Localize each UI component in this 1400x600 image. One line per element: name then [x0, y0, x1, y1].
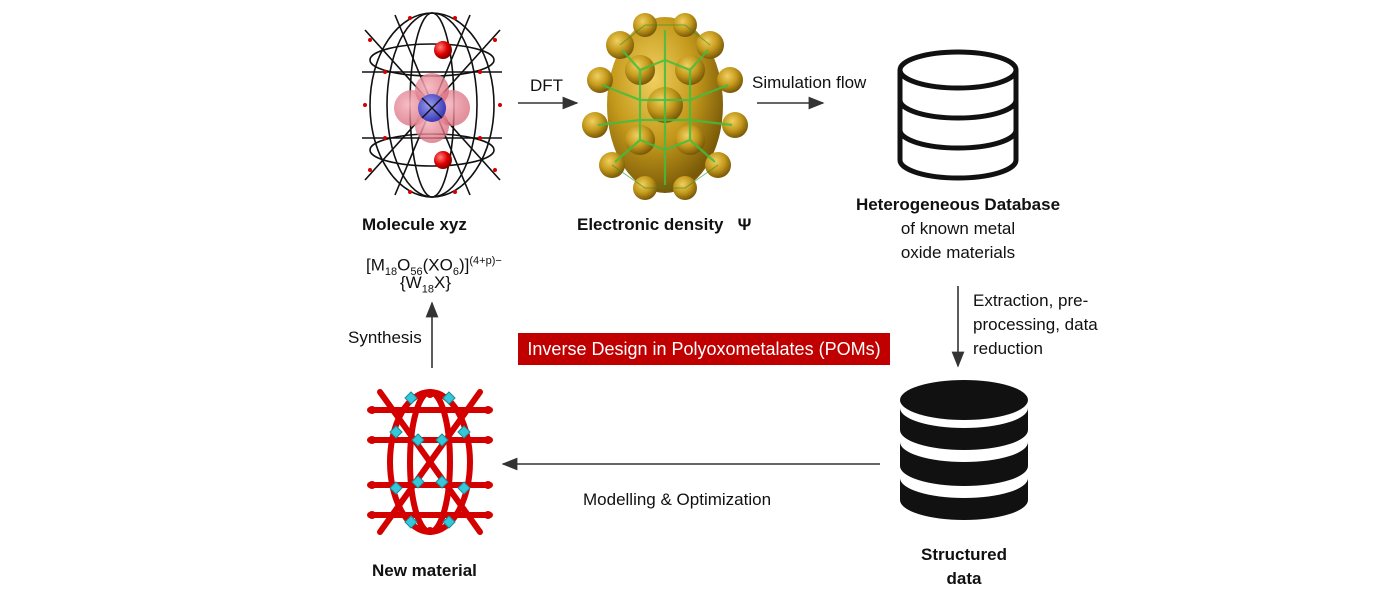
molecule-formula: [M18O56(XO6)](4+p)− — [366, 250, 502, 283]
molecule-formula-short: {W18X} — [400, 272, 451, 300]
electronic-density-text: Electronic density — [577, 215, 724, 234]
formula-part: 18 — [384, 266, 398, 279]
electron-density-cloud-icon — [582, 13, 748, 200]
edge-label-simulation-flow: Simulation flow — [752, 73, 867, 92]
database-subtitle-1: of known metal — [900, 219, 1016, 238]
database-title: Heterogeneous Database — [855, 195, 1061, 214]
formula-part: 18 — [421, 283, 434, 296]
formula-part: 56 — [410, 266, 423, 279]
database-outline-icon — [897, 49, 1019, 181]
electronic-density-title: Electronic density Ψ — [577, 214, 751, 236]
edge-label-extraction-2: processing, data — [973, 315, 1098, 334]
formula-part: (XO — [422, 255, 453, 275]
structured-data-title-1: Structured — [921, 545, 1007, 564]
formula-part: {W — [400, 273, 422, 292]
database-filled-icon — [900, 380, 1028, 520]
edge-label-modelling: Modelling & Optimization — [583, 490, 772, 509]
psi-symbol: Ψ — [737, 215, 752, 234]
molecule-title: Molecule xyz — [362, 215, 467, 234]
formula-part: (4+p)− — [469, 255, 502, 267]
edge-label-synthesis: Synthesis — [348, 328, 422, 347]
pom-ball-stick-icon — [367, 389, 493, 535]
formula-part: )] — [458, 255, 470, 275]
title-banner: Inverse Design in Polyoxometalates (POMs… — [518, 333, 890, 365]
edge-label-extraction-1: Extraction, pre- — [973, 291, 1089, 310]
new-material-title: New material — [372, 561, 477, 580]
formula-part: X} — [433, 273, 452, 292]
formula-part: O — [397, 255, 411, 275]
edge-label-extraction-3: reduction — [973, 339, 1043, 358]
formula-part: 6 — [452, 266, 459, 279]
structured-data-title-2: data — [946, 569, 982, 588]
database-subtitle-2: oxide materials — [900, 243, 1016, 262]
pom-cage-wireframe-icon — [362, 12, 502, 198]
edge-label-dft: DFT — [530, 76, 564, 95]
formula-part: [M — [366, 255, 385, 275]
